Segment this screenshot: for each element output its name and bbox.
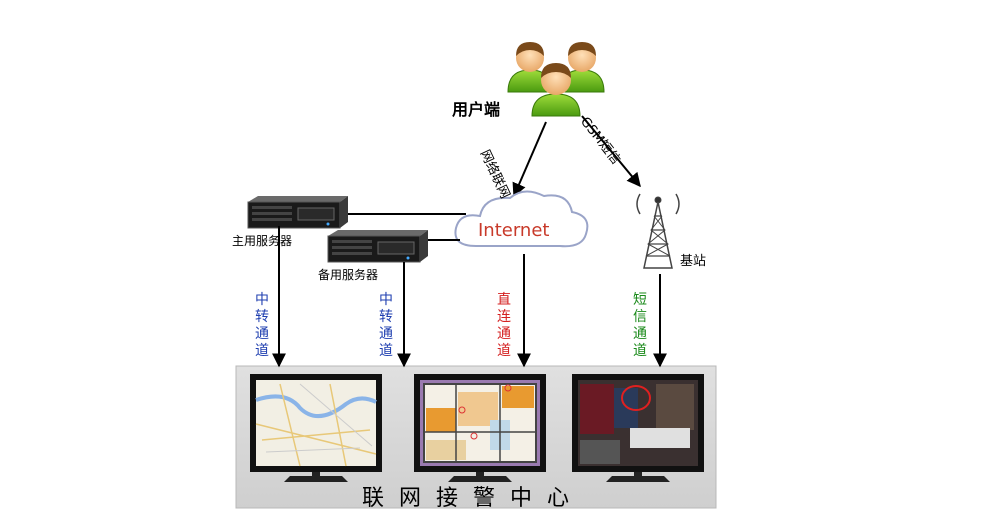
relay-channel-label-1: 中转通道 [255, 292, 269, 359]
primary-server-label: 主用服务器 [232, 234, 293, 248]
user-label: 用户端 [452, 100, 501, 119]
relay-channel-label-2: 中转通道 [379, 292, 393, 359]
arrow-user-to-base-station [581, 115, 641, 188]
server-icon [247, 196, 348, 229]
sms-channel-label: 短信通道 [633, 292, 647, 359]
monitor-icon [414, 374, 546, 482]
arrow-user-to-internet [512, 121, 547, 198]
monitor-icon [572, 374, 704, 482]
backup-server-label: 备用服务器 [318, 268, 379, 282]
cloud-icon [454, 190, 589, 248]
internet-label: Internet [478, 220, 550, 241]
base-station-label: 基站 [680, 254, 707, 269]
monitor-icon [250, 374, 382, 482]
direct-channel-label: 直连通道 [497, 292, 511, 359]
antenna-icon [636, 193, 680, 269]
alarm-center-title: 联 网 接 警 中 心 [362, 486, 573, 511]
server-icon [327, 230, 428, 263]
users-icon [507, 42, 605, 117]
